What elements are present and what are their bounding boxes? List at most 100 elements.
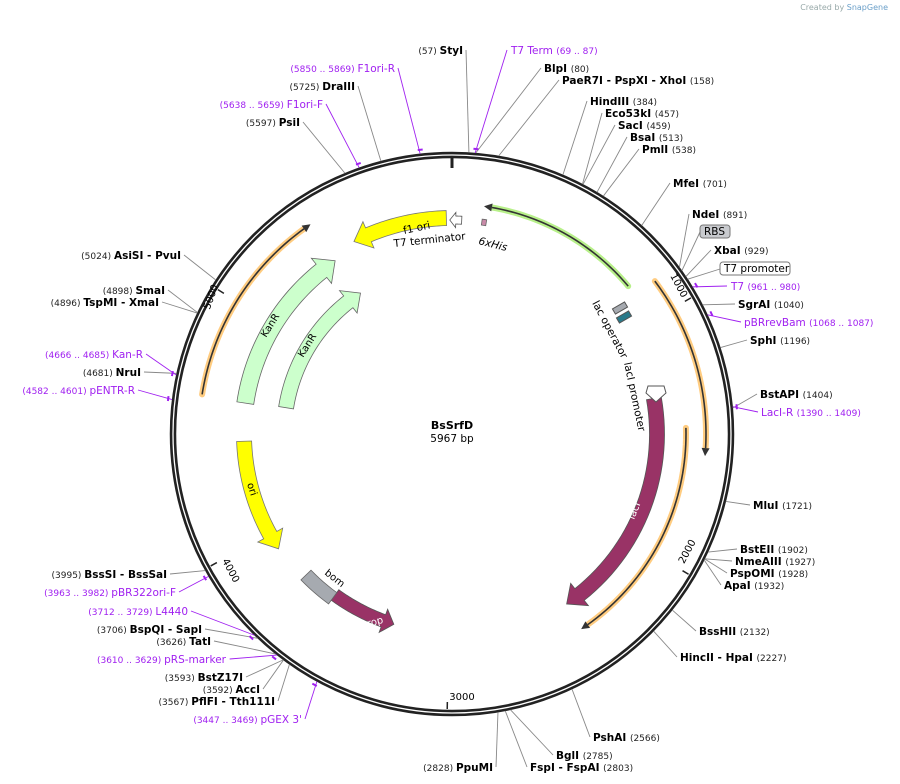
- site-enzyme-name: SgrAI: [738, 299, 774, 311]
- site-position: (2227): [757, 654, 787, 664]
- site-enzyme-name: PaeR7I - PspXI - XhoI: [562, 75, 690, 87]
- his-tag-label: 6xHis: [477, 235, 509, 254]
- t7-terminator-feature: [449, 211, 463, 229]
- site-position: (929): [744, 247, 768, 257]
- restriction-site-label: ApaI (1932): [724, 580, 784, 592]
- credit-prefix: Created by: [800, 3, 845, 12]
- restriction-site-label: (5597) PsiI: [246, 117, 300, 129]
- plasmid-length: 5967 bp: [430, 433, 474, 445]
- primer-label-leader: [178, 576, 209, 593]
- site-enzyme-name: BlpI: [544, 63, 571, 75]
- primer-label: (5638 .. 5659) F1ori-F: [220, 99, 323, 111]
- site-position: (1040): [774, 301, 804, 311]
- ruler-tick-label: 2000: [677, 538, 699, 566]
- plasmid-name: BsSrfD: [431, 419, 473, 432]
- site-position: (1932): [754, 582, 784, 592]
- restriction-site-label: BstAPI (1404): [760, 389, 833, 401]
- primer-range: (3712 .. 3729): [88, 608, 155, 618]
- restriction-site-label-leader: [725, 500, 751, 506]
- rop-label: rop: [366, 615, 385, 630]
- f1-ori-feature: [353, 210, 447, 249]
- restriction-site-label-leader: [653, 630, 678, 658]
- f1-ori-label: f1 ori: [402, 220, 431, 237]
- site-position: (459): [646, 122, 670, 132]
- restriction-site-label-leader: [582, 124, 616, 185]
- site-enzyme-name: HincII - HpaI: [680, 652, 757, 664]
- site-position: (158): [690, 77, 714, 87]
- site-enzyme-name: TatI: [189, 636, 211, 648]
- snapgene-logo: SnapGene: [846, 3, 888, 12]
- restriction-site-label: XbaI (929): [714, 245, 768, 257]
- lac-operator-box: [611, 301, 629, 315]
- site-enzyme-name: BstZ17I: [198, 672, 243, 684]
- boxed-label-leader: [681, 231, 701, 271]
- restriction-site-label-leader: [678, 213, 690, 268]
- primer-name: F1ori-R: [358, 63, 395, 75]
- restriction-site-label-leader: [602, 148, 640, 197]
- primer-label-leader: [137, 389, 173, 400]
- restriction-site-label: (3567) PflFI - Tth111I: [158, 696, 275, 708]
- primer-label: T7 Term (69 .. 87): [510, 45, 598, 57]
- ori-label: ori: [244, 482, 258, 498]
- restriction-site-label-leader: [708, 548, 738, 553]
- ruler-tick: [682, 570, 689, 575]
- restriction-site-label-leader: [704, 558, 728, 574]
- restriction-site-label: PshAI (2566): [593, 732, 660, 744]
- primer-label: (3963 .. 3982) pBR322ori-F: [44, 587, 176, 599]
- t7-promoter-label: T7 promoter: [723, 263, 790, 275]
- restriction-site-label-leader: [504, 710, 528, 768]
- restriction-site-label-leader: [245, 659, 284, 678]
- site-enzyme-name: PsiI: [279, 117, 300, 129]
- site-enzyme-name: NdeI: [692, 209, 723, 221]
- site-position: (538): [672, 146, 696, 156]
- site-enzyme-name: TspMI - XmaI: [83, 297, 159, 309]
- site-position: (1404): [803, 391, 833, 401]
- site-position: (1721): [782, 502, 812, 512]
- laci-promoter-arrow: [645, 385, 667, 403]
- primer-name: pBR322ori-F: [111, 587, 176, 599]
- orf-right-arrow-head: [701, 447, 710, 457]
- orf-left-arrow: [201, 228, 305, 395]
- primer-name: Kan-R: [112, 349, 143, 361]
- primer-label-mark: [694, 282, 699, 288]
- restriction-site-label-leader: [582, 112, 603, 185]
- primer-label: (3712 .. 3729) L4440: [88, 606, 188, 618]
- primer-label-leader: [707, 314, 742, 323]
- restriction-site-label: (5725) DraIII: [290, 81, 356, 93]
- ruler-tick-label: 4000: [219, 557, 241, 585]
- site-enzyme-name: PflFI - Tth111I: [191, 696, 275, 708]
- site-position: (701): [703, 180, 727, 190]
- site-enzyme-name: SmaI: [136, 285, 166, 297]
- ori-feature: [236, 440, 284, 550]
- restriction-site-label-leader: [302, 121, 346, 174]
- restriction-site-label-leader: [161, 301, 198, 314]
- restriction-site-label-leader: [183, 254, 217, 281]
- primer-range: (3963 .. 3982): [44, 589, 111, 599]
- restriction-site-label-leader: [262, 659, 284, 690]
- site-enzyme-name: PmlI: [642, 144, 672, 156]
- site-enzyme-name: SphI: [750, 335, 780, 347]
- restriction-site-label: (4896) TspMI - XmaI: [51, 297, 159, 309]
- primer-name: pGEX 3': [260, 714, 302, 726]
- snapgene-credit: Created by SnapGene: [800, 3, 888, 12]
- bom-feature: [300, 569, 338, 605]
- primer-name: pBRrevBam: [744, 317, 809, 329]
- restriction-site-label: SacI (459): [618, 120, 671, 132]
- restriction-site-label: PspOMI (1928): [730, 568, 808, 580]
- backbone-gap: [172, 154, 732, 714]
- site-position: (384): [633, 98, 657, 108]
- site-position: (3995): [52, 571, 85, 581]
- site-position: (3592): [203, 686, 236, 696]
- primer-label-mark: [202, 575, 208, 581]
- site-position: (57): [418, 47, 439, 57]
- restriction-site-label-leader: [277, 664, 290, 702]
- laci-promoter-label: lacI promoter: [621, 361, 647, 433]
- lac-operator-box-2: [615, 310, 633, 324]
- restriction-site-label: (3592) AccI: [203, 684, 260, 696]
- laci-feature: [566, 396, 665, 607]
- site-enzyme-name: HindIII: [590, 96, 633, 108]
- restriction-site-label: NmeAIII (1927): [735, 556, 815, 568]
- his-region-arrow: [491, 206, 629, 287]
- primer-range: (1390 .. 1409): [797, 409, 861, 419]
- site-position: (3706): [97, 626, 130, 636]
